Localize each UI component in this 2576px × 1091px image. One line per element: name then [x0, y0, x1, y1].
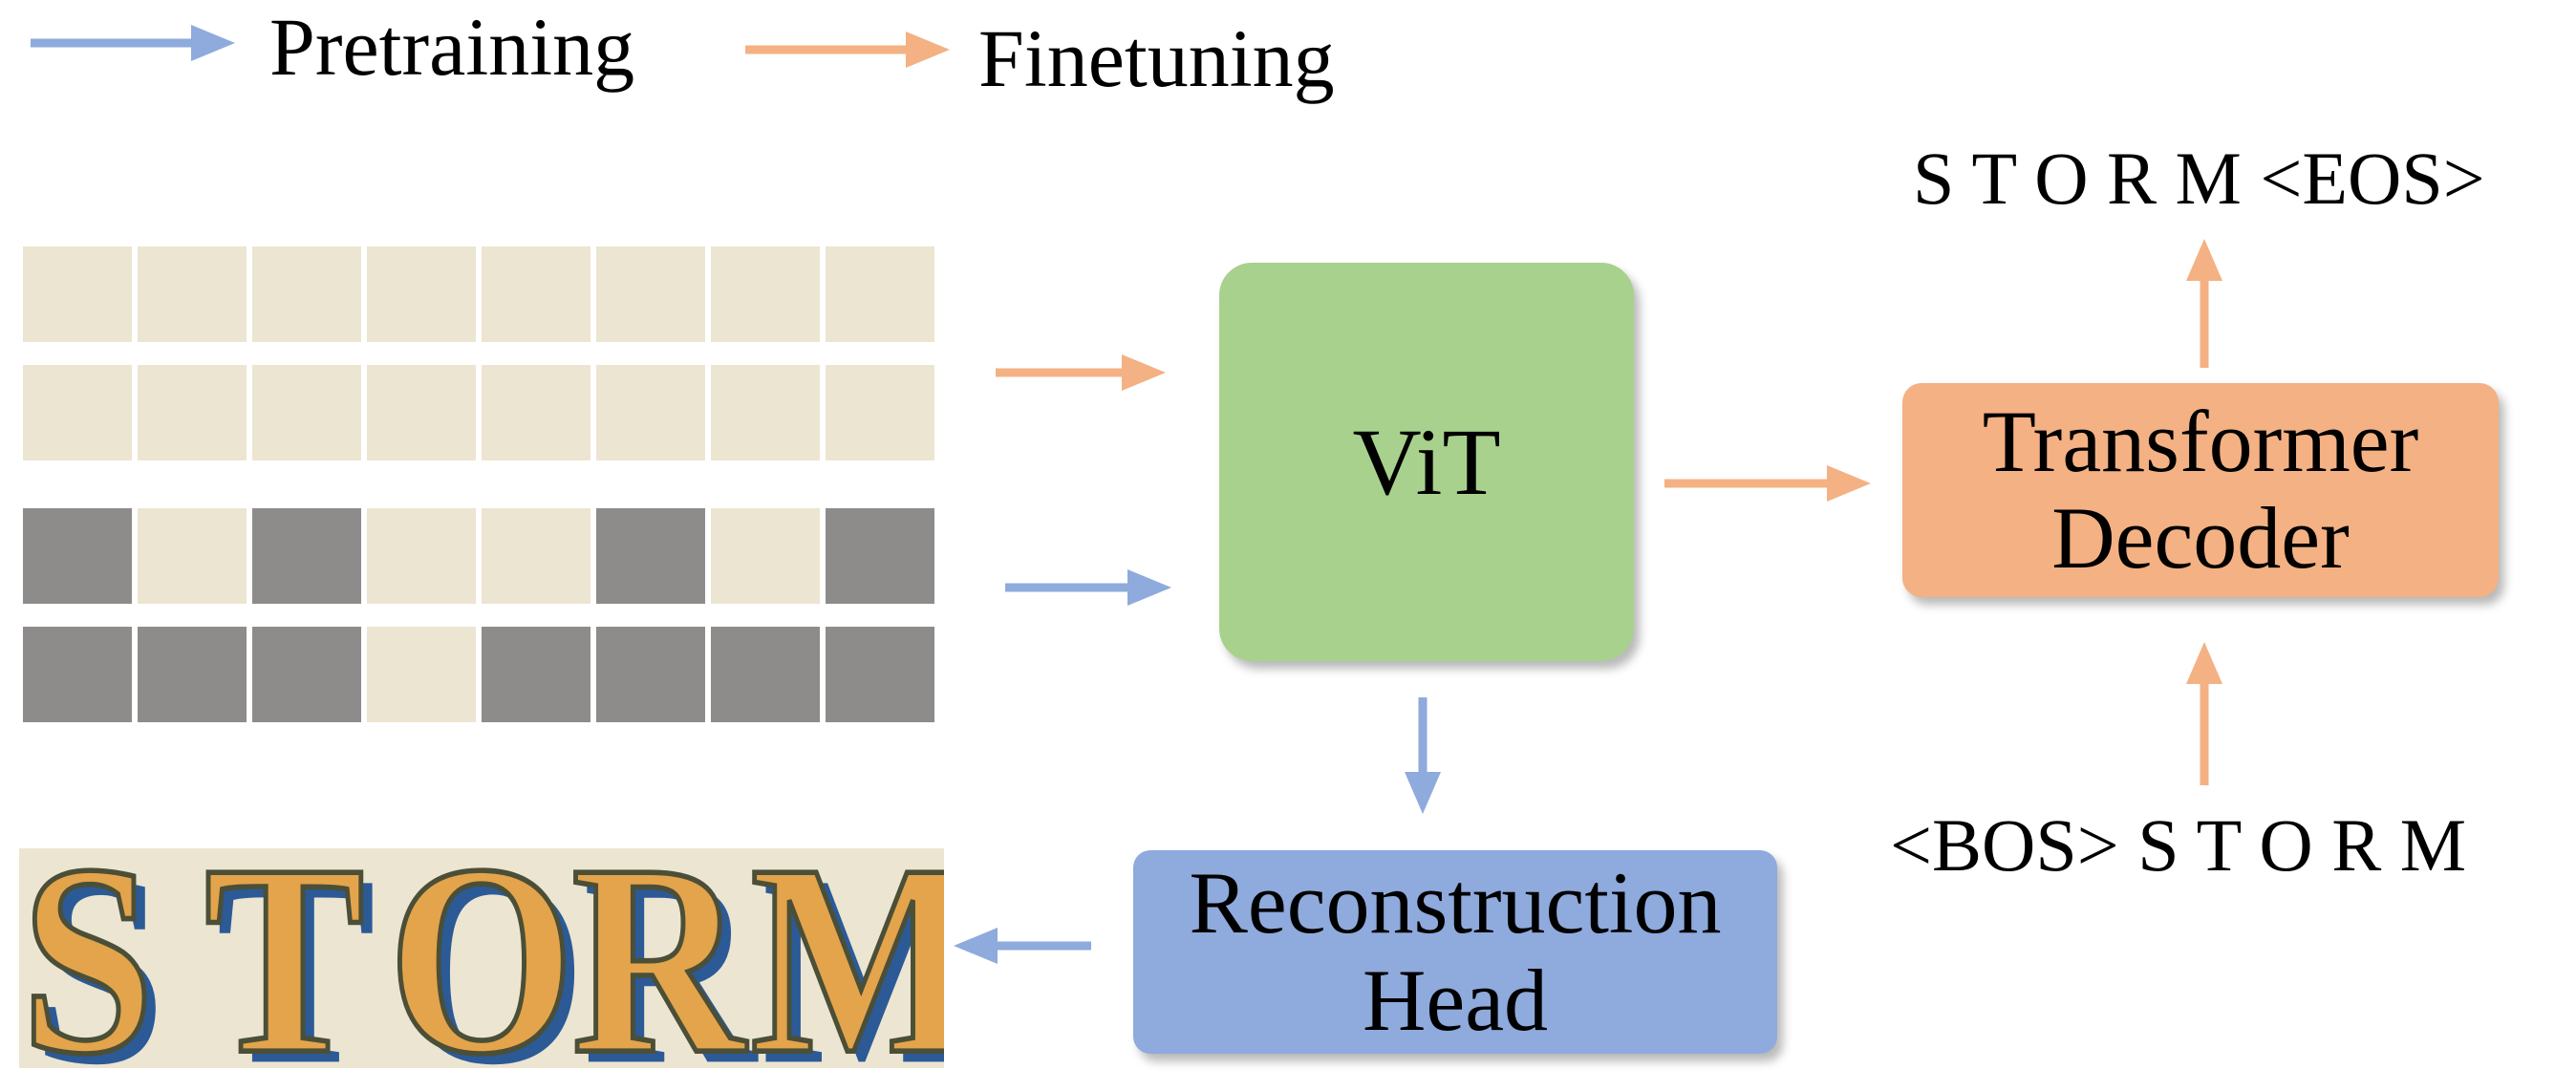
- reconstructed-image: [19, 848, 944, 1068]
- reconstruction-head-block: Reconstruction Head: [1133, 850, 1777, 1054]
- decoder-label-line2: Decoder: [2051, 489, 2350, 587]
- masked-patch: [826, 508, 934, 604]
- recon-to-image-arrow-head: [954, 928, 998, 964]
- input-to-decoder-arrow-head: [2186, 642, 2222, 684]
- legend-pretraining-label: Pretraining: [269, 1, 635, 93]
- recon-label-line2: Head: [1362, 951, 1549, 1049]
- masked-patch: [252, 627, 361, 722]
- legend-pretraining-arrow-head: [191, 25, 235, 61]
- vit-block: ViT: [1219, 263, 1634, 661]
- masked-patch: [138, 627, 247, 722]
- patch-background: [23, 246, 934, 460]
- legend-finetuning-label: Finetuning: [978, 12, 1335, 104]
- masked-patch: [711, 627, 820, 722]
- masked-patch: [826, 627, 934, 722]
- decoder-to-output-arrow-head: [2186, 239, 2222, 281]
- vit-label: ViT: [1352, 408, 1501, 515]
- masked-patch: [596, 508, 705, 604]
- masked-patch: [596, 627, 705, 722]
- masked-patchified-image: [23, 508, 934, 722]
- input-sequence: <BOS> S T O R M: [1890, 803, 2467, 887]
- recon-label-line1: Reconstruction: [1189, 854, 1722, 952]
- masked-patch: [23, 627, 132, 722]
- vit-to-recon-arrow-head: [1405, 772, 1441, 814]
- output-sequence: S T O R M <EOS>: [1913, 137, 2485, 220]
- masked-patch: [252, 508, 361, 604]
- masked-patch: [23, 508, 132, 604]
- vit-to-decoder-arrow-head: [1827, 465, 1871, 502]
- transformer-decoder-block: Transformer Decoder: [1902, 383, 2499, 597]
- legend-finetuning-arrow-head: [906, 32, 950, 68]
- masked-to-vit-arrow-head: [1127, 569, 1171, 606]
- masked-patch: [482, 627, 590, 722]
- decoder-label-line1: Transformer: [1982, 392, 2419, 490]
- patchified-image: [23, 246, 934, 460]
- patches-to-vit-arrow-head: [1122, 354, 1166, 391]
